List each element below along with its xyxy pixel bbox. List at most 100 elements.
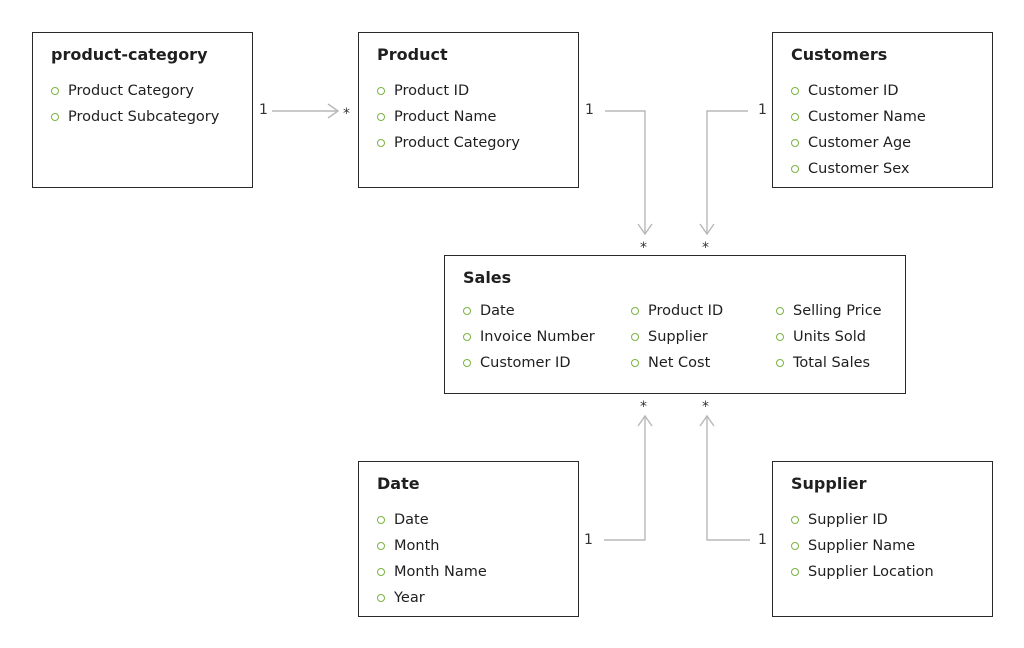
- circle-bullet-icon: [791, 516, 799, 524]
- entity-title: Date: [377, 474, 420, 493]
- field-item: Supplier: [631, 324, 776, 350]
- field-label: Month Name: [394, 564, 487, 580]
- circle-bullet-icon: [791, 139, 799, 147]
- field-item: Product Name: [377, 104, 520, 130]
- field-item: Customer Name: [791, 104, 926, 130]
- field-column: Selling Price Units Sold Total Sales: [776, 298, 896, 376]
- cardinality-supplier-sales-target: *: [702, 399, 709, 415]
- circle-bullet-icon: [377, 542, 385, 550]
- circle-bullet-icon: [631, 359, 639, 367]
- circle-bullet-icon: [791, 113, 799, 121]
- circle-bullet-icon: [631, 307, 639, 315]
- field-label: Supplier: [648, 329, 708, 345]
- field-item: Product Category: [51, 78, 219, 104]
- field-item: Product Category: [377, 130, 520, 156]
- field-list: Customer ID Customer Name Customer Age C…: [791, 78, 926, 182]
- circle-bullet-icon: [463, 333, 471, 341]
- arrowhead-supplier-sales: [699, 414, 715, 427]
- cardinality-date-sales-target: *: [640, 399, 647, 415]
- circle-bullet-icon: [791, 165, 799, 173]
- cardinality-supplier-sales-source: 1: [758, 532, 767, 548]
- field-label: Selling Price: [793, 303, 882, 319]
- arrowhead-date-sales: [637, 414, 653, 427]
- field-label: Product ID: [394, 83, 470, 99]
- field-label: Net Cost: [648, 355, 711, 371]
- field-list: Date Month Month Name Year: [377, 507, 487, 611]
- field-item: Supplier Name: [791, 533, 934, 559]
- field-item: Year: [377, 585, 487, 611]
- entity-title: Supplier: [791, 474, 867, 493]
- field-item: Net Cost: [631, 350, 776, 376]
- entity-title: Customers: [791, 45, 888, 64]
- field-label: Product Category: [394, 135, 520, 151]
- field-label: Product Subcategory: [68, 109, 220, 125]
- field-label: Customer Sex: [808, 161, 910, 177]
- arrowhead-product-sales: [637, 223, 653, 236]
- circle-bullet-icon: [791, 568, 799, 576]
- circle-bullet-icon: [791, 542, 799, 550]
- field-label: Month: [394, 538, 440, 554]
- connector-customers-sales: [706, 110, 748, 234]
- arrowhead-category-product: [327, 103, 340, 119]
- entity-product-category[interactable]: product-category Product Category Produc…: [32, 32, 253, 188]
- connector-date-sales: [604, 416, 646, 541]
- field-label: Product ID: [648, 303, 724, 319]
- field-label: Customer ID: [480, 355, 571, 371]
- field-item: Customer ID: [791, 78, 926, 104]
- cardinality-product-sales-target: *: [640, 240, 647, 256]
- entity-sales[interactable]: Sales Date Invoice Number Customer ID Pr…: [444, 255, 906, 394]
- field-item: Customer Sex: [791, 156, 926, 182]
- circle-bullet-icon: [776, 307, 784, 315]
- sales-field-grid: Date Invoice Number Customer ID Product …: [463, 298, 896, 376]
- entity-title: product-category: [51, 45, 208, 64]
- field-item: Supplier Location: [791, 559, 934, 585]
- field-label: Supplier Location: [808, 564, 934, 580]
- field-label: Supplier Name: [808, 538, 916, 554]
- field-list: Product ID Product Name Product Category: [377, 78, 520, 156]
- field-item: Product ID: [377, 78, 520, 104]
- field-label: Customer Age: [808, 135, 912, 151]
- cardinality-category-product-source: 1: [259, 102, 268, 118]
- cardinality-product-sales-source: 1: [585, 102, 594, 118]
- entity-date[interactable]: Date Date Month Month Name Year: [358, 461, 579, 617]
- circle-bullet-icon: [377, 113, 385, 121]
- field-label: Units Sold: [793, 329, 866, 345]
- entity-supplier[interactable]: Supplier Supplier ID Supplier Name Suppl…: [772, 461, 993, 617]
- field-label: Customer Name: [808, 109, 926, 125]
- entity-product[interactable]: Product Product ID Product Name Product …: [358, 32, 579, 188]
- field-item: Units Sold: [776, 324, 896, 350]
- circle-bullet-icon: [51, 113, 59, 121]
- entity-title: Sales: [463, 268, 512, 287]
- cardinality-date-sales-source: 1: [584, 532, 593, 548]
- field-list: Supplier ID Supplier Name Supplier Locat…: [791, 507, 934, 585]
- field-item: Customer ID: [463, 350, 631, 376]
- cardinality-category-product-target: *: [343, 106, 350, 122]
- circle-bullet-icon: [463, 359, 471, 367]
- field-label: Product Category: [68, 83, 194, 99]
- field-column: Product ID Supplier Net Cost: [631, 298, 776, 376]
- field-label: Product Name: [394, 109, 497, 125]
- entity-customers[interactable]: Customers Customer ID Customer Name Cust…: [772, 32, 993, 188]
- field-label: Total Sales: [793, 355, 871, 371]
- cardinality-customers-sales-source: 1: [758, 102, 767, 118]
- field-item: Supplier ID: [791, 507, 934, 533]
- circle-bullet-icon: [776, 333, 784, 341]
- arrowhead-customers-sales: [699, 223, 715, 236]
- field-label: Year: [394, 590, 425, 606]
- field-item: Customer Age: [791, 130, 926, 156]
- connector-product-sales: [605, 110, 646, 234]
- field-item: Selling Price: [776, 298, 896, 324]
- circle-bullet-icon: [377, 139, 385, 147]
- field-column: Date Invoice Number Customer ID: [463, 298, 631, 376]
- field-list: Product Category Product Subcategory: [51, 78, 219, 130]
- circle-bullet-icon: [377, 568, 385, 576]
- field-item: Product ID: [631, 298, 776, 324]
- circle-bullet-icon: [776, 359, 784, 367]
- circle-bullet-icon: [377, 516, 385, 524]
- circle-bullet-icon: [463, 307, 471, 315]
- circle-bullet-icon: [631, 333, 639, 341]
- field-label: Customer ID: [808, 83, 899, 99]
- field-item: Product Subcategory: [51, 104, 219, 130]
- field-item: Total Sales: [776, 350, 896, 376]
